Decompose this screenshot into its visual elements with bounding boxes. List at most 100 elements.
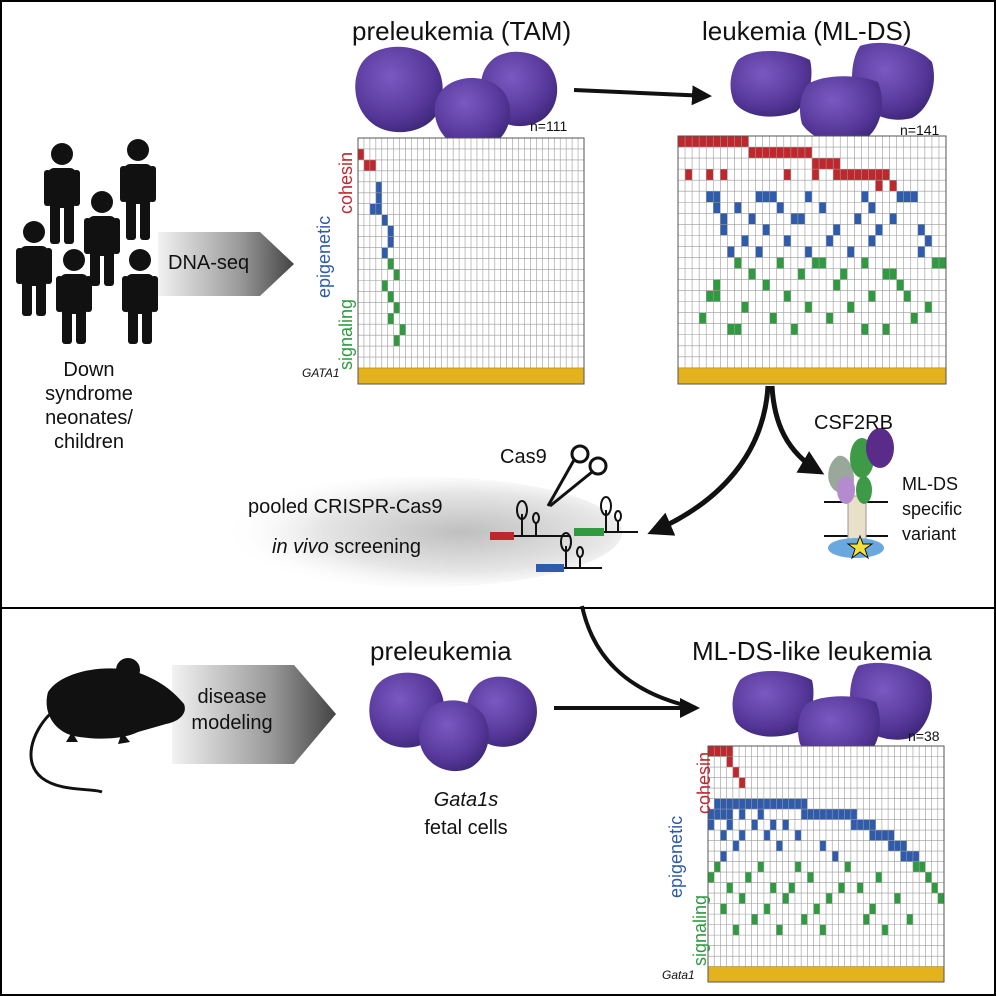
mlds-mutation-cell (797, 213, 805, 225)
mouse-mutation-cell (732, 767, 740, 778)
mouse-mutation-cell (894, 840, 901, 852)
mlds-mutation-cell (755, 191, 763, 203)
dnaseq-label: DNA-seq (168, 252, 250, 274)
mlds-mutation-cell (903, 191, 911, 203)
mlds-mutation-cell (812, 257, 820, 269)
mlds-mutation-cell (903, 290, 911, 302)
mlds-mutation-cell (776, 257, 784, 269)
tam-mutation-cell (387, 258, 394, 270)
mouse-mutation-cell (720, 903, 727, 915)
mlds-mutation-cell (833, 169, 841, 181)
mouse-mutation-cell (726, 746, 733, 757)
guide-rna-constructs (490, 496, 638, 572)
mouse-mutation-cell (869, 903, 876, 915)
mlds-mutation-cell (812, 158, 820, 170)
mouse-mutation-cell (813, 809, 820, 820)
mouse-mutation-cell (720, 798, 727, 810)
mouse-icon (29, 658, 185, 794)
mlds-mutation-cell (875, 169, 883, 181)
mouse-mutation-cell (863, 914, 870, 925)
mouse-mutation-cell (708, 819, 715, 831)
mlds-mutation-cell (819, 202, 827, 214)
mouse-mutation-cell (807, 809, 814, 820)
mouse-mutation-cell (714, 798, 721, 810)
mouse-mutation-cell (794, 798, 802, 810)
mlds-mutation-cell (868, 235, 876, 247)
mouse-mutation-cell (788, 798, 795, 810)
mlds-mutation-cell (762, 147, 770, 159)
mlds-mutation-cell (790, 147, 798, 159)
mouse-mutation-cell (888, 840, 895, 852)
mouse-mutation-cell (770, 882, 777, 894)
mouse-mutation-cell (770, 798, 777, 810)
mlds-mutation-cell (734, 257, 742, 269)
mlds-mutation-cell (889, 213, 897, 225)
mlds-mutation-cell (776, 147, 784, 159)
mlds-mutation-cell (706, 136, 714, 148)
mouse-mutation-cell (844, 861, 851, 873)
mouse-preleukemia-title: preleukemia (370, 636, 512, 666)
mouse-heatmap (707, 745, 945, 983)
mlds-mutation-cell (847, 246, 855, 258)
mlds-mutation-cell (889, 268, 897, 280)
mouse-mutation-cell (875, 830, 882, 841)
mouse-mutation-cell (782, 798, 789, 810)
mlds-mutation-cell (748, 213, 756, 225)
mouse-mutation-cell (745, 872, 752, 883)
mlds-mutation-cell (685, 136, 693, 148)
mouse-preleukemia-cells-image (369, 672, 537, 772)
mouse-mutation-cell (726, 756, 733, 768)
mlds-mutation-cell (861, 191, 869, 203)
mlds-mutation-cell (706, 169, 714, 181)
mouse-mutation-cell (925, 872, 932, 883)
mouse-mutation-cell (888, 830, 895, 841)
mlds-mutation-cell (727, 246, 735, 258)
mlds-mutation-cell (699, 312, 707, 324)
mlds-mutation-cell (762, 279, 770, 291)
mouse-n-label: n=38 (908, 728, 940, 744)
mlds-mutation-cell (727, 323, 735, 335)
mouse-mutation-cell (850, 819, 858, 831)
crispr-to-mouse-arrow (580, 605, 697, 710)
tam-mutation-cell (393, 269, 400, 281)
tam-mutation-cell (381, 280, 388, 292)
patients-label: Down syndrome neonates/ children (45, 359, 133, 453)
mouse-mutation-cell (850, 809, 858, 820)
mouse-mutation-cell (819, 924, 826, 936)
mouse-mutation-cell (912, 861, 920, 873)
mlds-mutation-cell (847, 301, 855, 313)
mlds-mutation-cell (769, 147, 777, 159)
mouse-mutation-cell (826, 809, 833, 820)
mlds-mutation-cell (720, 136, 728, 148)
mouse-mutation-cell (757, 861, 764, 873)
tam-mutation-cell (387, 291, 394, 303)
mlds-mutation-cell (819, 257, 827, 269)
mouse-signaling-label: signaling (690, 894, 710, 966)
tam-mutation-cell (375, 181, 382, 193)
mouse-mutation-cell (720, 851, 727, 862)
mouse-mutation-cell (726, 798, 733, 810)
mlds-mutation-cell (741, 235, 749, 247)
mlds-mutation-cell (692, 136, 700, 148)
gata1s-caption: Gata1s fetal cells (424, 789, 508, 839)
mouse-mutation-cell (714, 746, 721, 757)
mlds-mutation-cell (840, 268, 848, 280)
mouse-mutation-cell (937, 893, 944, 904)
mlds-mutation-cell (910, 191, 918, 203)
mouse-mutation-cell (894, 893, 901, 904)
mlds-mutation-cell (748, 268, 756, 280)
people-icon (16, 139, 158, 344)
mouse-mutation-cell (826, 893, 833, 904)
mlds-mutation-cell (797, 268, 805, 280)
tam-epigenetic-label: epigenetic (314, 215, 334, 298)
mouse-mutation-cell (714, 861, 721, 873)
mouse-mutation-cell (739, 777, 746, 789)
mlds-mutation-cell (797, 147, 805, 159)
mouse-mutation-cell (763, 798, 771, 810)
mouse-mutation-cell (782, 893, 789, 904)
mouse-mutation-cell (869, 819, 876, 831)
mlds-mutation-cell (882, 169, 890, 181)
mlds-mutation-cell (889, 180, 897, 192)
mouse-mutation-cell (720, 809, 727, 820)
